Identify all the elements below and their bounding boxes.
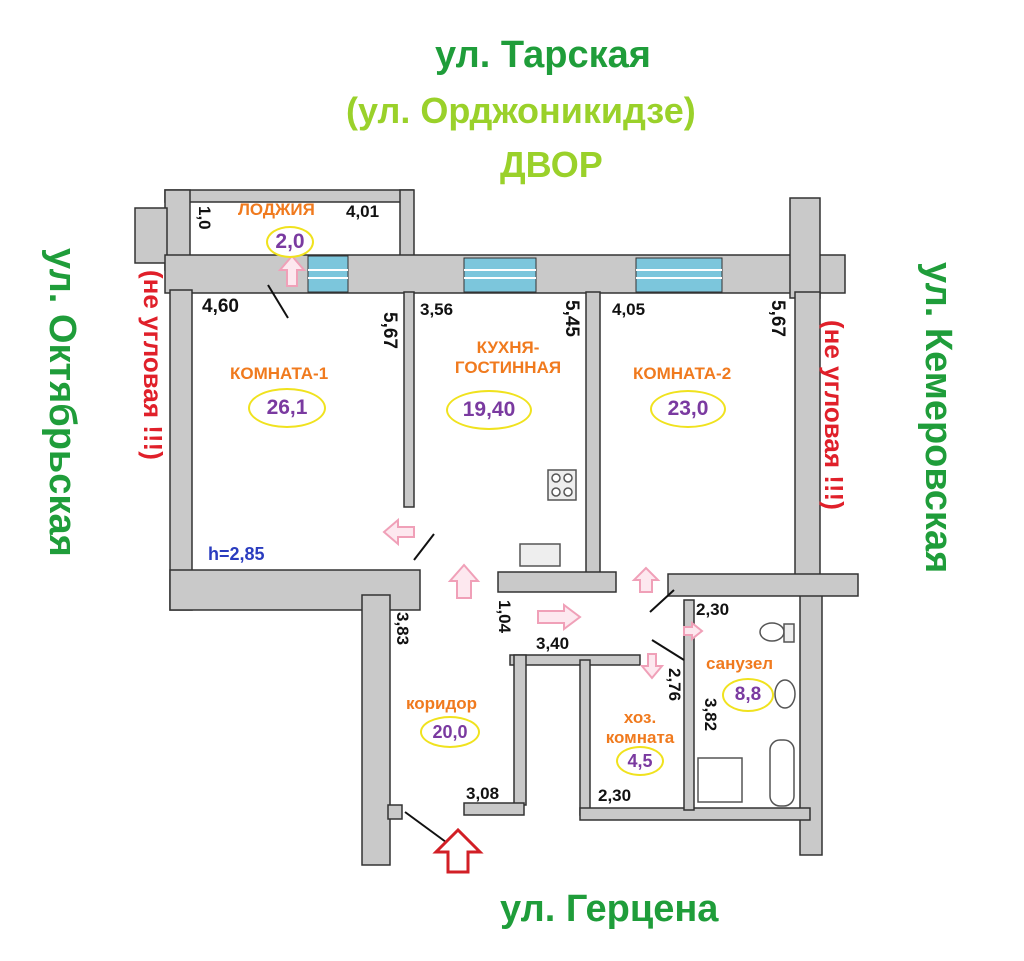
washbasin-icon <box>774 679 796 709</box>
ceiling-height: h=2,85 <box>208 544 265 564</box>
fixtures <box>519 469 796 807</box>
room-label-kitchen-line1: КУХНЯ- <box>476 338 540 357</box>
wall <box>169 289 193 611</box>
arrow-up-icon <box>631 566 661 593</box>
note-east-not-corner: (не угловая !!!) <box>819 320 849 510</box>
arrow-right-icon <box>537 603 582 631</box>
door-room1 <box>413 533 435 561</box>
arrow-right-icon <box>683 620 704 642</box>
dim-corridor-top: 3,40 <box>536 634 570 653</box>
wall <box>794 291 821 593</box>
window <box>307 255 349 293</box>
dim-loggia-depth: 1,0 <box>195 206 214 230</box>
wall <box>585 291 601 583</box>
room-label-room2: КОМНАТА-2 <box>633 364 732 383</box>
window <box>463 257 537 293</box>
dim-corridor-left: 3,83 <box>393 612 412 646</box>
room-label-corridor: коридор <box>406 694 478 713</box>
arrow-down-icon <box>639 653 665 680</box>
wall <box>403 291 415 508</box>
room-label-storage-line2: комната <box>605 728 675 748</box>
door-room2 <box>649 589 675 613</box>
dim-kitchen-length: 5,45 <box>561 300 582 337</box>
area-storage: 4,5 <box>616 746 664 776</box>
street-east: ул. Кемеровская <box>917 262 959 574</box>
dim-room1-length: 5,67 <box>379 312 400 349</box>
wall <box>667 573 859 597</box>
window <box>635 257 723 293</box>
wall <box>169 569 421 611</box>
sink-icon <box>519 543 561 567</box>
dim-room2-width: 4,05 <box>612 300 646 319</box>
dim-bath-length: 3,82 <box>701 698 720 732</box>
wall <box>579 659 591 816</box>
door-storage <box>651 639 685 661</box>
area-room2: 23,0 <box>650 390 726 428</box>
room-label-storage: хоз. комната <box>594 708 686 749</box>
street-west: ул. Октябрьская <box>41 248 83 557</box>
yard-label: ДВОР <box>500 144 603 185</box>
room-label-room1: КОМНАТА-1 <box>230 364 329 383</box>
street-north-former: (ул. Орджоникидзе) <box>346 90 696 131</box>
dim-bath-width: 2,30 <box>696 600 730 619</box>
door-balcony <box>267 284 289 319</box>
doors <box>267 284 685 846</box>
door-entrance <box>404 811 451 846</box>
dim-storage-length: 2,76 <box>665 668 684 702</box>
dim-room2-length: 5,67 <box>767 300 788 337</box>
wall <box>683 599 695 811</box>
dim-corridor-bottom: 3,08 <box>466 784 500 803</box>
dim-storage-width: 2,30 <box>598 786 632 805</box>
wall <box>387 804 403 820</box>
room-label-kitchen-line2: ГОСТИННАЯ <box>454 358 562 378</box>
wall <box>789 197 821 299</box>
wall <box>134 207 168 264</box>
room-label-storage-line1: хоз. <box>623 708 657 727</box>
area-loggia: 2,0 <box>266 226 314 258</box>
dim-room1-width: 4,60 <box>202 296 239 317</box>
stove-icon <box>547 469 577 501</box>
area-room1: 26,1 <box>248 388 326 428</box>
toilet-icon <box>759 622 785 642</box>
shower-icon <box>697 757 743 803</box>
room-label-bathroom: санузел <box>706 654 774 673</box>
windows <box>307 255 723 293</box>
wall <box>579 807 811 821</box>
wall <box>361 594 391 866</box>
note-west-not-corner: (не угловая !!!) <box>138 270 168 460</box>
wall <box>497 571 617 593</box>
wall <box>463 802 525 816</box>
dim-kitchen-width: 3,56 <box>420 300 454 319</box>
wall <box>509 654 641 666</box>
area-corridor: 20,0 <box>420 716 480 748</box>
street-south: ул. Герцена <box>500 888 719 930</box>
bathtub-icon <box>769 739 795 807</box>
door-arrows <box>277 254 704 680</box>
arrow-up-icon <box>277 254 307 287</box>
area-kitchen: 19,40 <box>446 390 532 430</box>
arrow-left-icon <box>382 517 415 547</box>
dim-loggia-width: 4,01 <box>346 202 380 221</box>
dim-corridor-passage: 1,04 <box>495 600 514 634</box>
entrance-arrow-icon <box>432 827 484 874</box>
wall <box>513 654 527 806</box>
arrow-up-icon <box>447 563 481 599</box>
street-north: ул. Тарская <box>435 34 651 76</box>
area-bathroom: 8,8 <box>722 678 774 712</box>
room-label-loggia: ЛОДЖИЯ <box>238 200 315 219</box>
room-label-kitchen: КУХНЯ- ГОСТИННАЯ <box>448 338 568 379</box>
